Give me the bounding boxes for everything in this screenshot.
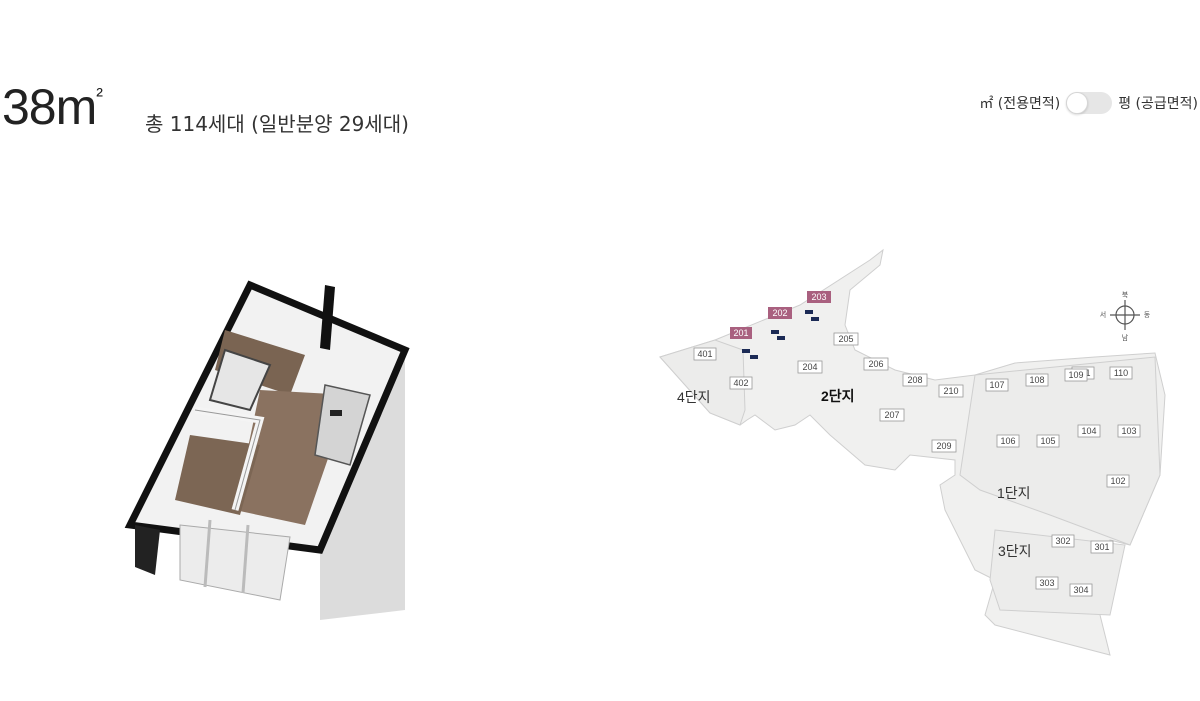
svg-text:402: 402 — [733, 378, 748, 388]
building-label[interactable]: 102 — [1106, 474, 1130, 488]
toggle-label-supply-area[interactable]: 평 (공급면적) — [1118, 96, 1198, 112]
svg-text:202: 202 — [772, 308, 787, 318]
toggle-label-exclusive-area[interactable]: ㎡ (전용면적) — [979, 96, 1061, 112]
svg-text:401: 401 — [697, 349, 712, 359]
svg-text:104: 104 — [1081, 426, 1096, 436]
unit-toggle: ㎡ (전용면적) 평 (공급면적) — [979, 92, 1198, 114]
building-label[interactable]: 108 — [1025, 373, 1049, 387]
svg-text:201: 201 — [733, 328, 748, 338]
compass-west: 서 — [1100, 310, 1106, 319]
units-summary: 총 114세대 (일반분양 29세대) — [145, 112, 409, 136]
cooktop-icon — [330, 410, 342, 416]
svg-text:209: 209 — [936, 441, 951, 451]
complex-label-1: 1단지 — [997, 485, 1031, 501]
svg-text:208: 208 — [907, 375, 922, 385]
building-201-highlight[interactable]: 201 — [730, 327, 752, 339]
complex-label-3: 3단지 — [998, 543, 1032, 559]
svg-text:207: 207 — [884, 410, 899, 420]
building-label[interactable]: 107 — [985, 378, 1009, 392]
complex-label-2: 2단지 — [821, 388, 855, 404]
area-value: 38m — [2, 79, 97, 135]
compass-east: 동 — [1144, 311, 1151, 319]
floor-plan-image — [124, 280, 410, 620]
svg-text:301: 301 — [1094, 542, 1109, 552]
building-label[interactable]: 301 — [1090, 540, 1114, 554]
svg-text:204: 204 — [802, 362, 817, 372]
svg-text:205: 205 — [838, 334, 853, 344]
svg-text:105: 105 — [1040, 436, 1055, 446]
building-label[interactable]: 208 — [902, 373, 928, 387]
building-label[interactable]: 401 — [693, 347, 717, 361]
svg-text:210: 210 — [943, 386, 958, 396]
building-label[interactable]: 209 — [931, 439, 957, 453]
complex-label-4: 4단지 — [677, 389, 711, 405]
building-label[interactable]: 105 — [1036, 434, 1060, 448]
unit-switch[interactable] — [1066, 92, 1113, 114]
svg-text:108: 108 — [1029, 375, 1044, 385]
svg-text:110: 110 — [1114, 368, 1128, 378]
area-title: 38m² — [2, 79, 103, 135]
compass-north: 북 — [1122, 291, 1129, 299]
building-label[interactable]: 303 — [1035, 576, 1059, 590]
building-label[interactable]: 204 — [797, 360, 823, 374]
building-202-highlight[interactable]: 202 — [768, 307, 792, 319]
building-label[interactable]: 109 — [1064, 368, 1088, 382]
building-label[interactable]: 206 — [863, 357, 889, 371]
switch-knob — [1066, 92, 1089, 114]
svg-text:106: 106 — [1000, 436, 1015, 446]
building-203-highlight[interactable]: 203 — [807, 291, 831, 303]
svg-text:102: 102 — [1110, 476, 1125, 486]
building-label[interactable]: 207 — [879, 408, 905, 422]
building-label[interactable]: 210 — [938, 384, 964, 398]
building-label[interactable]: 110 — [1109, 366, 1133, 380]
building-label[interactable]: 104 — [1077, 424, 1101, 438]
building-label[interactable]: 402 — [729, 376, 753, 390]
area-unit-superscript: ² — [96, 85, 103, 107]
svg-text:109: 109 — [1068, 370, 1083, 380]
building-label[interactable]: 205 — [833, 332, 859, 346]
svg-text:103: 103 — [1121, 426, 1136, 436]
svg-text:107: 107 — [989, 380, 1004, 390]
svg-text:206: 206 — [868, 359, 883, 369]
svg-text:302: 302 — [1055, 536, 1070, 546]
building-label[interactable]: 106 — [996, 434, 1020, 448]
compass-icon: 북 남 동 서 — [1100, 291, 1151, 342]
building-label[interactable]: 103 — [1117, 424, 1141, 438]
site-plan-map: 북 남 동 서 201 202 203 101 102 103 104 105 … — [659, 248, 1166, 656]
svg-text:304: 304 — [1073, 585, 1088, 595]
compass-south: 남 — [1122, 333, 1129, 342]
svg-text:303: 303 — [1039, 578, 1054, 588]
svg-text:203: 203 — [811, 292, 826, 302]
building-label[interactable]: 304 — [1069, 583, 1093, 597]
building-label[interactable]: 302 — [1051, 534, 1075, 548]
